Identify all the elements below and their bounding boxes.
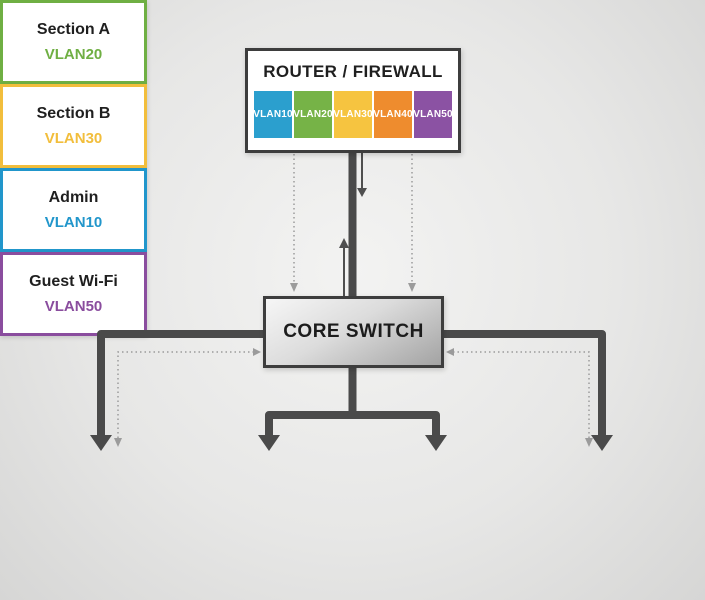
dashed-return-left-arrowhead-switch (253, 348, 261, 356)
dashed-return-left-arrowhead-box (114, 438, 122, 447)
endpoint-admin: Admin VLAN10 (0, 168, 147, 252)
vlan-chip-row: VLAN10 VLAN20 VLAN30 VLAN40 VLAN50 (253, 91, 453, 138)
vlan-chip-10: VLAN10 (253, 91, 293, 138)
dashed-return-right-arrowhead-switch (446, 348, 454, 356)
dashed-return-right-arrowhead-box (585, 438, 593, 447)
uplink-arrowhead (339, 238, 349, 248)
endpoint-vlan-label: VLAN30 (44, 130, 103, 147)
arrowhead-section-a (90, 435, 112, 451)
endpoint-section-b: Section B VLAN30 (0, 84, 147, 168)
dashed-return-right (454, 351, 590, 438)
vlan-chip-30: VLAN30 (333, 91, 373, 138)
router-firewall-node: ROUTER / FIREWALL VLAN10 VLAN20 VLAN30 V… (245, 48, 461, 153)
endpoint-title: Section A (36, 21, 111, 38)
endpoint-section-a: Section A VLAN20 (0, 0, 147, 84)
arrowhead-section-b (258, 435, 280, 451)
core-switch-node: CORE SWITCH (263, 296, 444, 368)
left-branch-line (97, 330, 263, 437)
dashed-flow-left-arrowhead (290, 283, 298, 292)
endpoint-vlan-label: VLAN10 (44, 214, 103, 231)
vlan-chip-50: VLAN50 (413, 91, 453, 138)
endpoint-title: Section B (36, 105, 111, 122)
downlink-arrowhead (357, 188, 367, 197)
dashed-return-left (117, 351, 253, 438)
arrowhead-guest-wifi (591, 435, 613, 451)
vlan-chip-40: VLAN40 (373, 91, 413, 138)
arrowhead-admin (425, 435, 447, 451)
endpoint-title: Admin (48, 189, 99, 206)
right-branch-line (444, 330, 606, 437)
core-switch-title: CORE SWITCH (283, 321, 424, 342)
endpoint-vlan-label: VLAN50 (44, 298, 103, 315)
vlan-chip-20: VLAN20 (293, 91, 333, 138)
distribution-bar (265, 411, 440, 437)
dashed-flow-right-arrowhead (408, 283, 416, 292)
endpoint-guest-wifi: Guest Wi-Fi VLAN50 (0, 252, 147, 336)
endpoint-vlan-label: VLAN20 (44, 46, 103, 63)
router-title: ROUTER / FIREWALL (263, 62, 443, 81)
endpoint-title: Guest Wi-Fi (29, 273, 118, 290)
